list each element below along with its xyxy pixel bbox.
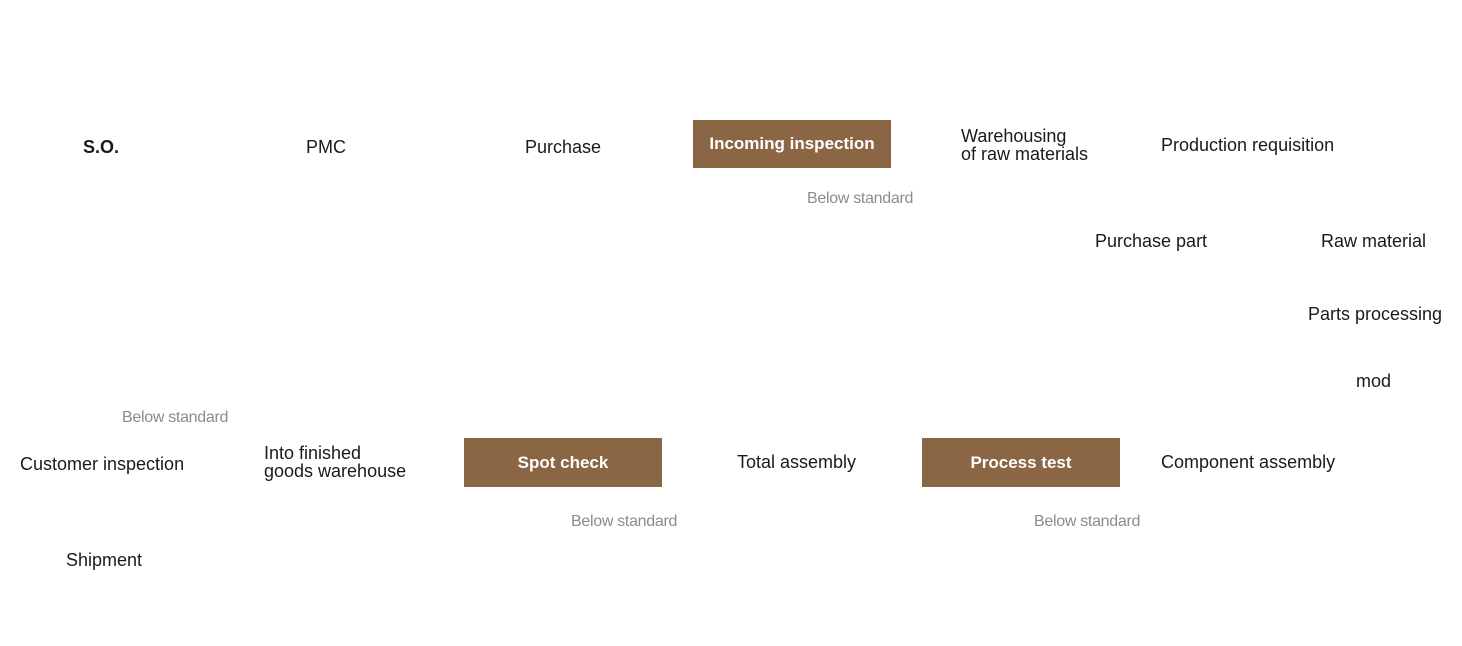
node-process-test: Process test (922, 438, 1120, 487)
node-into-finished-goods-warehouse: Into finished goods warehouse (264, 444, 406, 480)
node-purchase-part: Purchase part (1095, 231, 1208, 251)
node-into-finished-line-2: goods warehouse (264, 461, 407, 481)
node-mod: mod (1356, 371, 1392, 391)
node-total-assembly: Total assembly (737, 452, 857, 472)
node-customer-inspection: Customer inspection (20, 454, 185, 474)
note-below-standard-incoming: Below standard (807, 190, 914, 207)
node-parts-processing: Parts processing (1308, 304, 1443, 324)
node-shipment: Shipment (66, 550, 143, 570)
node-so: S.O. (83, 137, 120, 157)
node-incoming-inspection: Incoming inspection (693, 120, 891, 168)
note-below-standard-customer: Below standard (122, 409, 229, 426)
node-into-finished-line-1: Into finished (264, 443, 362, 463)
node-component-assembly: Component assembly (1161, 452, 1336, 472)
node-raw-material: Raw material (1321, 231, 1427, 251)
node-production-requisition: Production requisition (1161, 135, 1335, 155)
note-below-standard-process: Below standard (1034, 513, 1141, 530)
node-spot-check-label: Spot check (517, 452, 609, 472)
node-process-test-label: Process test (970, 452, 1072, 472)
node-warehousing-line-2: of raw materials (961, 144, 1089, 164)
node-spot-check: Spot check (464, 438, 662, 487)
node-warehousing-raw-materials: Warehousing of raw materials (961, 127, 1088, 163)
node-purchase: Purchase (525, 137, 602, 157)
node-pmc: PMC (306, 137, 346, 157)
note-below-standard-spot: Below standard (571, 513, 678, 530)
node-incoming-inspection-label: Incoming inspection (709, 134, 875, 153)
node-warehousing-line-1: Warehousing (961, 126, 1067, 146)
